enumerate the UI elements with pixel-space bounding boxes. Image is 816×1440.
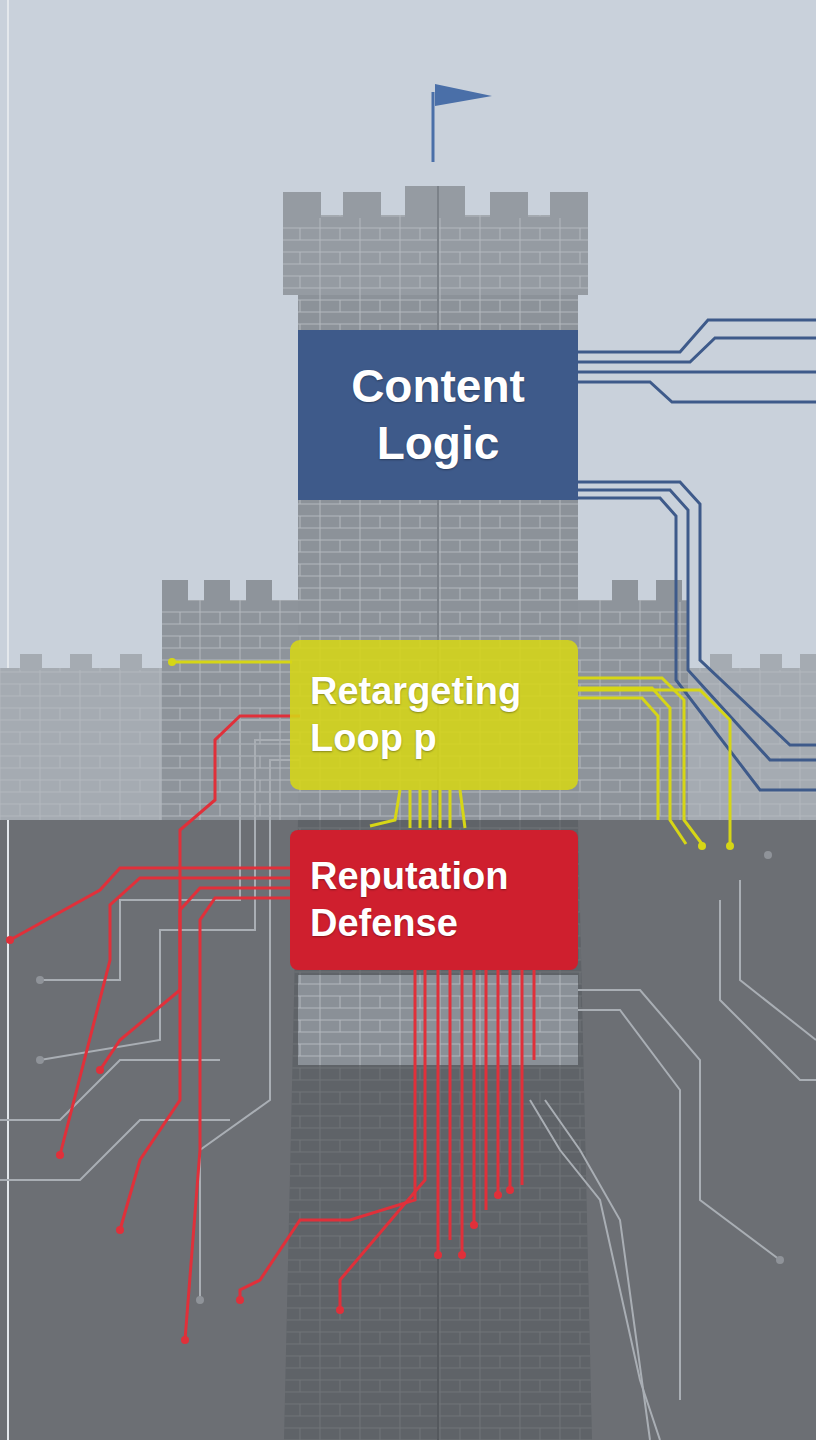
- node-label: Retargeting Loop p: [310, 668, 564, 763]
- flag: [435, 84, 492, 106]
- circuit-wire: [578, 320, 816, 790]
- node-label: Reputation Defense: [310, 853, 564, 948]
- tower-panel: Reputation Defense: [290, 830, 578, 970]
- sky: [0, 0, 816, 820]
- circuit-wire: [0, 720, 816, 1440]
- wire-end: [36, 851, 784, 1304]
- wire-end: [6, 936, 514, 1344]
- ground: [0, 820, 816, 1440]
- node-label: Content Logic: [318, 358, 558, 473]
- tower-band: Content Logic: [298, 330, 578, 500]
- circuit-wire: [10, 716, 534, 1340]
- tower-panel: Retargeting Loop p: [290, 640, 578, 790]
- main-tower: [283, 186, 592, 1440]
- flag-pole: [432, 92, 435, 162]
